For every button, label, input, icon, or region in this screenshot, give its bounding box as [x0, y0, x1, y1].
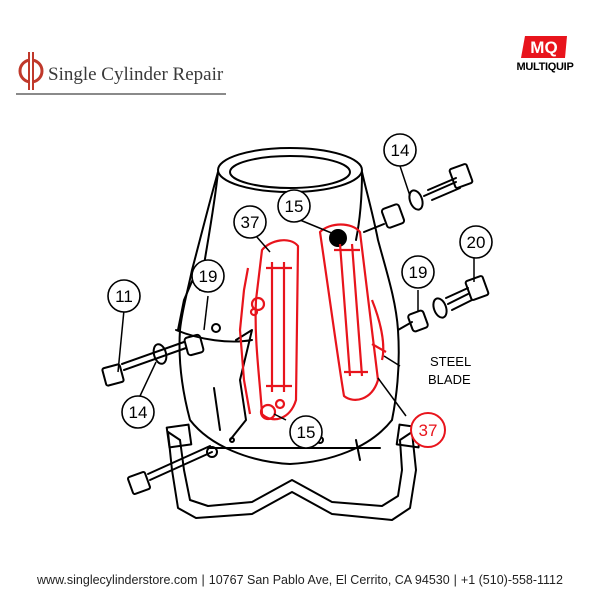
drum-housing [175, 147, 400, 465]
callout-15-bottom[interactable]: 15 [289, 415, 323, 449]
svg-text:19: 19 [409, 263, 428, 282]
callout-14-bottom[interactable]: 14 [121, 395, 155, 429]
callout-14-top[interactable]: 14 [383, 133, 417, 167]
brand-logo-text: MQ [530, 38, 557, 57]
svg-text:14: 14 [129, 403, 148, 422]
single-cylinder-logo-icon [18, 50, 44, 92]
callout-15-top[interactable]: 15 [277, 189, 311, 223]
callout-37-right[interactable]: 37 [410, 412, 446, 448]
callout-19-right[interactable]: 19 [401, 255, 435, 289]
svg-text:37: 37 [241, 213, 260, 232]
footer-contact: www.singlecylinderstore.com|10767 San Pa… [37, 573, 563, 587]
site-title[interactable]: Single Cylinder Repair [48, 64, 224, 85]
multiquip-brand: MQ MULTIQUIP [510, 34, 580, 73]
svg-text:15: 15 [285, 197, 304, 216]
multiquip-logo-icon: MQ [521, 36, 567, 58]
steel-blade-label-line2: BLADE [428, 372, 471, 387]
footer-website[interactable]: www.singlecylinderstore.com [37, 573, 198, 587]
svg-text:11: 11 [115, 287, 133, 306]
callout-37-left[interactable]: 37 [233, 205, 267, 239]
callout-20[interactable]: 20 [459, 225, 493, 259]
svg-text:19: 19 [199, 267, 218, 286]
steel-blade-label-line1: STEEL [430, 354, 471, 369]
callout-11[interactable]: 11 [107, 279, 141, 313]
base-frame [165, 423, 423, 521]
svg-text:15: 15 [297, 423, 316, 442]
header-divider [16, 93, 226, 95]
blade-highlight [238, 223, 387, 421]
callout-19-left[interactable]: 19 [191, 259, 225, 293]
svg-text:14: 14 [391, 141, 410, 160]
brand-name: MULTIQUIP [516, 61, 574, 73]
footer-address: 10767 San Pablo Ave, El Cerrito, CA 9453… [208, 573, 450, 587]
svg-text:20: 20 [467, 233, 486, 252]
footer-phone[interactable]: +1 (510)-558-1112 [460, 573, 563, 587]
svg-text:37: 37 [419, 421, 438, 440]
